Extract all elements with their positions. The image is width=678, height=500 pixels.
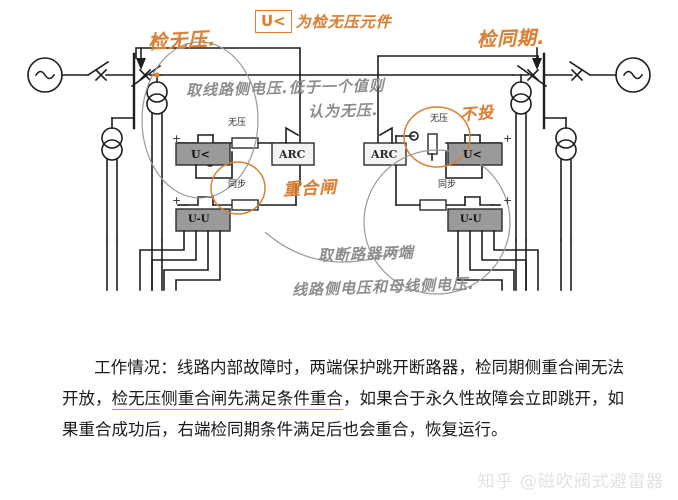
arc-contact-right [378,126,393,144]
schematic-svg: .w { stroke:#1d1d1d; stroke-width:1.6; f… [27,41,651,295]
arc-box-left [271,142,315,166]
ac-source-right [615,57,651,93]
pointer-curve-gray [264,231,411,263]
x-mark-right-a [570,68,584,82]
ac-source-left [27,57,63,93]
paragraph-part-2: ，如果合于永久性故障会立即跳开，如果重合成功后，右端检同期条件满足后也会重合，恢… [62,389,625,439]
relay-wire-left-uless [195,151,233,179]
circuit-breaker-right [516,47,548,88]
disconnect-blade-left [86,60,110,77]
voltage-transformer-left-bus [101,117,135,241]
recloser-schematic-diagram: .w { stroke:#1d1d1d; stroke-width:1.6; f… [27,10,651,299]
arc-box-right [363,142,407,166]
voltage-transformer-right-line [510,74,532,241]
zhihu-watermark: 知乎 @磁吹阀式避雷器 [477,472,664,492]
contact-left-sync [185,196,214,206]
relay-box-u-minus-u-left [175,208,231,232]
highlight-circle-right-no-voltage [403,106,471,168]
contact-left-uv [185,134,214,144]
arc-contact-left [285,126,300,144]
paragraph-underlined-phrase: 检无压侧重合闸先满足条件重合 [111,389,344,410]
paragraph-lead: 工作情况： [94,358,177,377]
voltage-transformer-right-bus [543,117,577,241]
highlight-circle-left-sync [210,161,266,215]
relay-box-u-minus-u-right [447,208,503,232]
relay-box-u-less-right [447,142,503,166]
highlight-ellipse-left-check-no-voltage [141,41,259,199]
element-sync-right [419,199,447,211]
paragraph-part-1: 线路内部故障时，两端保护跳开断路器，检同期侧重合闸无法开放， [62,358,624,408]
x-mark-left-a [94,68,108,82]
highlight-ellipse-right-sync [363,149,511,295]
explanation-paragraph: 工作情况：线路内部故障时，两端保护跳开断路器，检同期侧重合闸无法开放，检无压侧重… [62,352,624,445]
relay-wire-right-uless [445,151,483,179]
element-no-voltage-right [427,133,438,155]
rail-right-top [377,55,539,149]
voltage-transformer-left-line [146,74,168,241]
disconnect-blade-right [568,60,592,77]
contact-right-sync [464,196,493,206]
rail-left-top [135,47,301,149]
relay-box-u-less-left [175,142,231,166]
element-no-voltage-left [231,137,259,149]
junction-dot-left [154,72,160,78]
